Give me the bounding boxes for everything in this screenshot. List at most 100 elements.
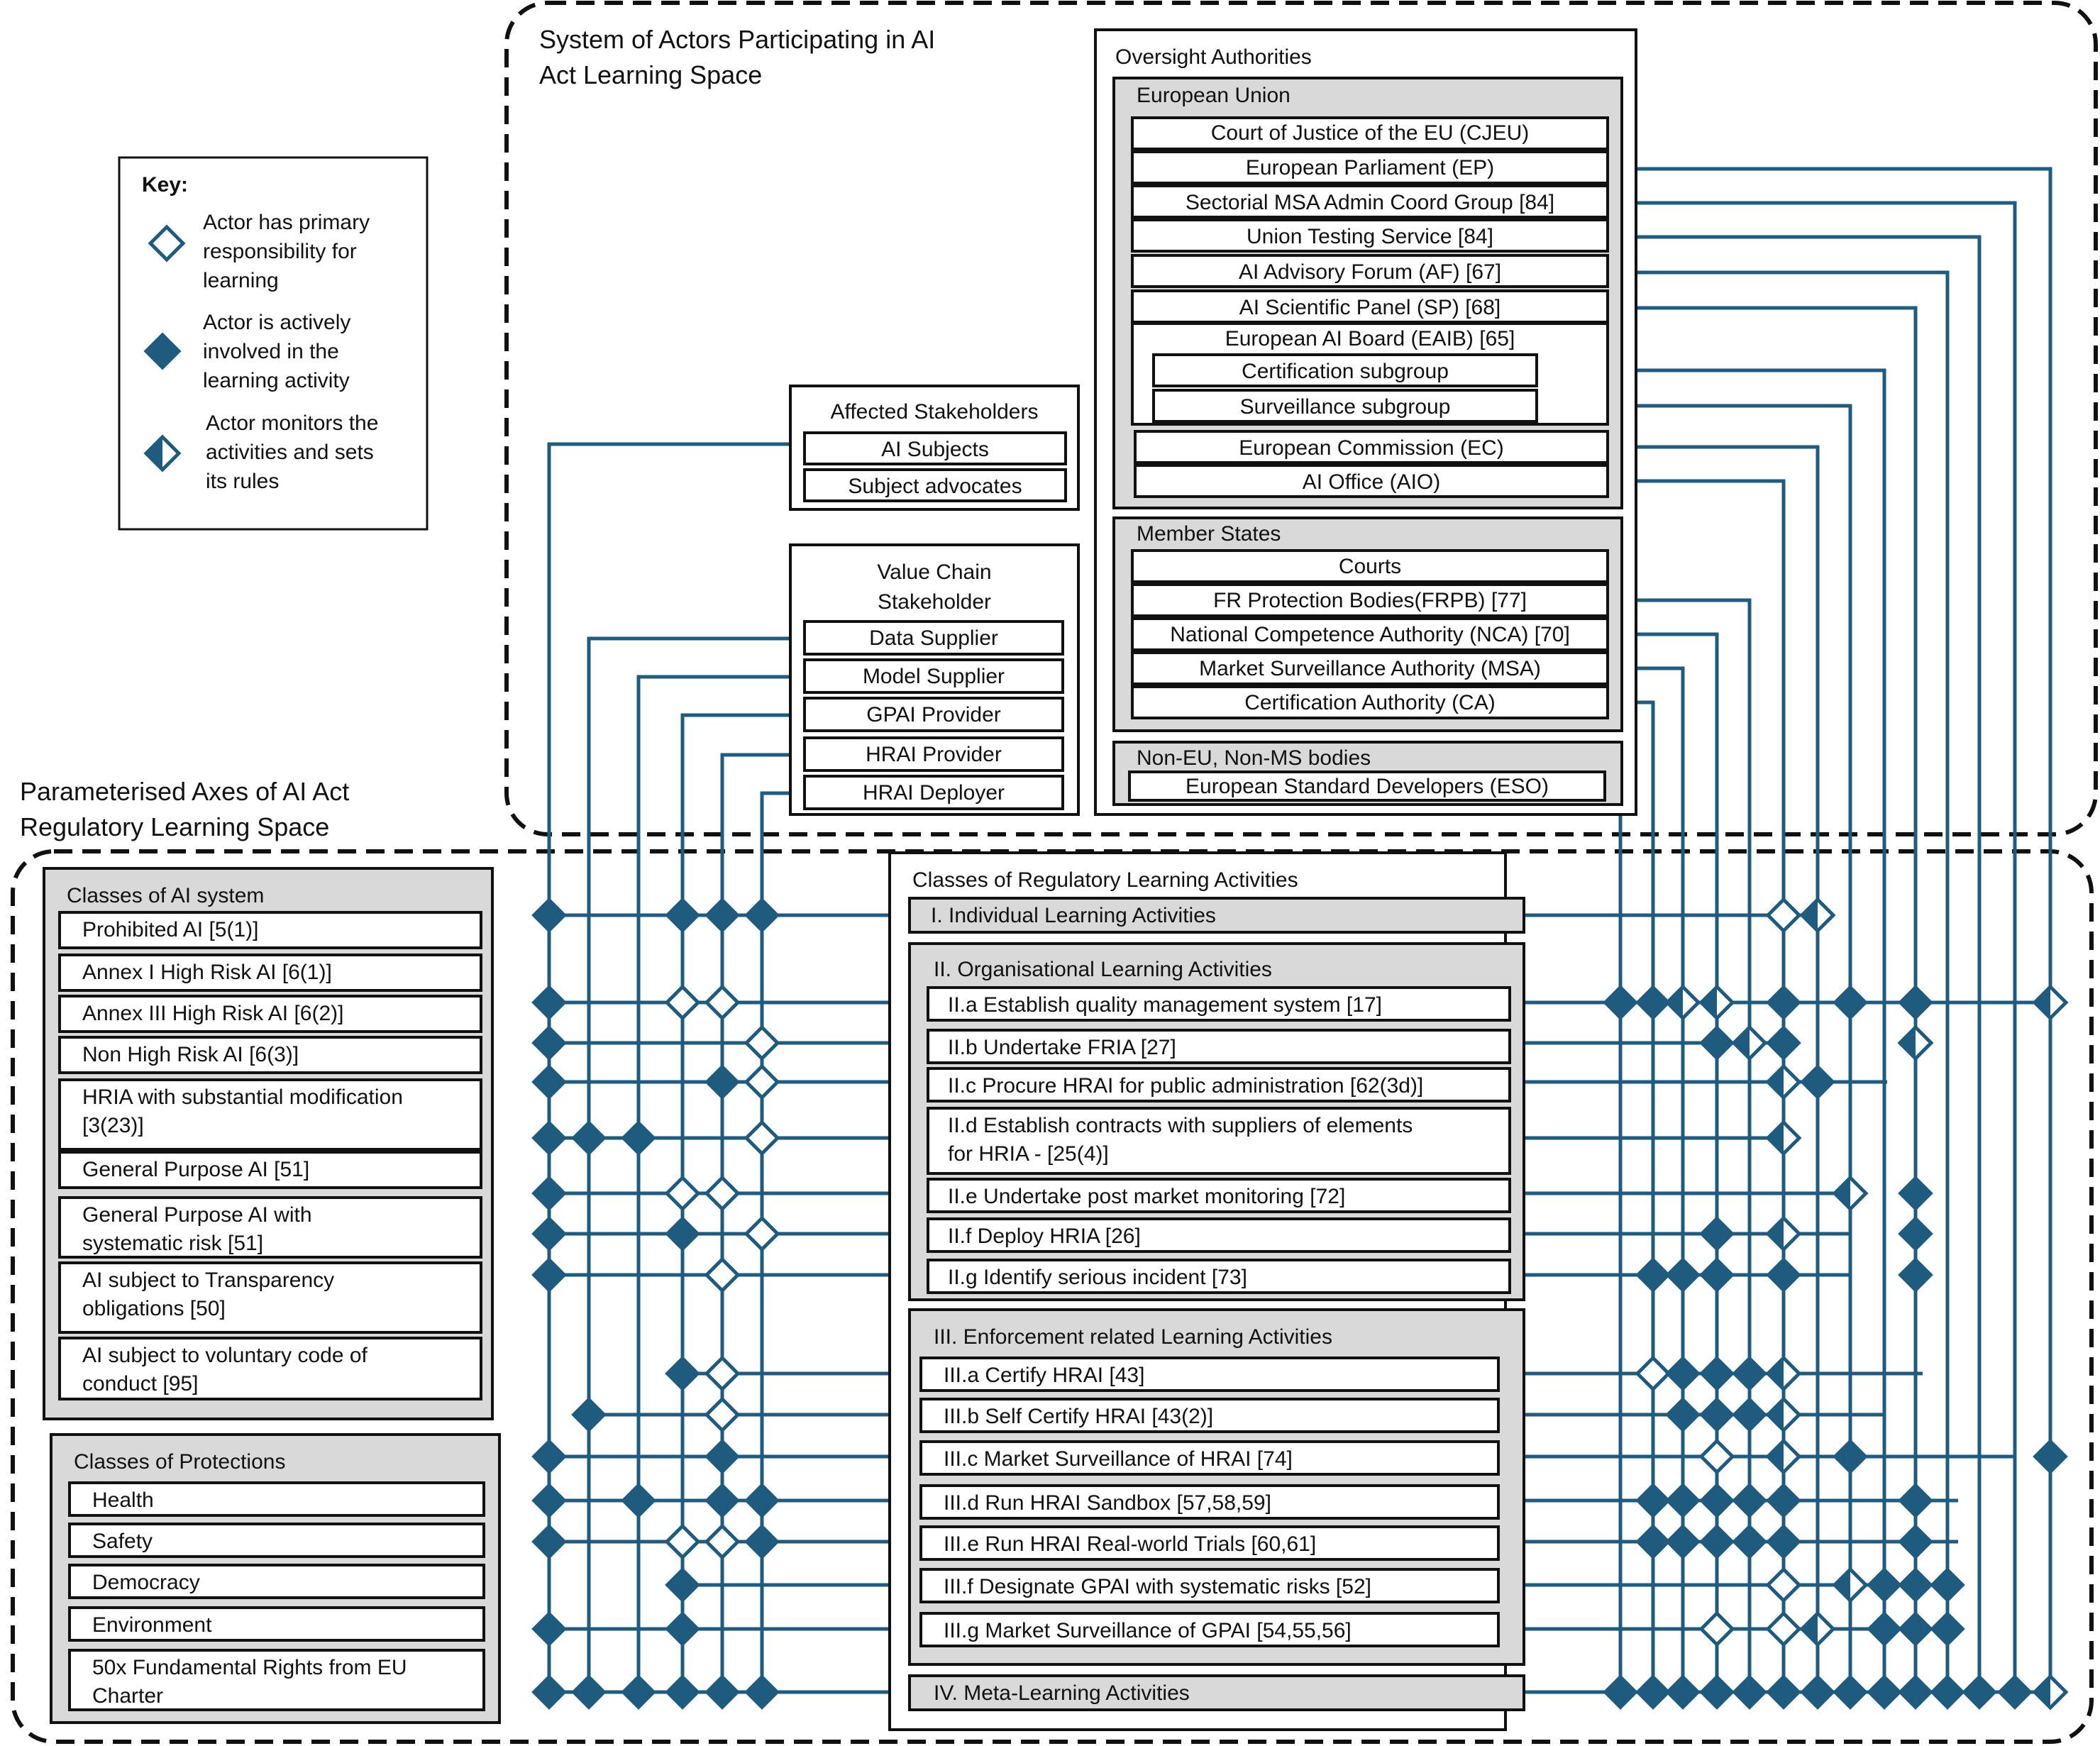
actor-model-supplier[interactable] [803, 658, 1064, 694]
right-marker-5-1 [1765, 1120, 1802, 1156]
activity-org-b[interactable] [927, 1029, 1511, 1064]
activity-meta[interactable] [908, 1674, 1525, 1711]
left-marker-14-1 [665, 1567, 700, 1603]
ai-class-9[interactable] [58, 1337, 482, 1400]
actor-nca[interactable] [1131, 617, 1609, 651]
protection-4-label-1: Environment [92, 1613, 212, 1637]
actor-ec[interactable] [1134, 430, 1609, 464]
left-marker-1-2 [665, 897, 700, 933]
actor-subject-advocates[interactable] [803, 468, 1067, 502]
ai-class-5[interactable] [58, 1078, 482, 1151]
protection-2[interactable] [68, 1523, 485, 1558]
line-surv-subgroup [1537, 404, 1852, 1692]
protection-5[interactable] [68, 1649, 485, 1711]
right-marker-2-3 [1664, 984, 1701, 1021]
right-marker-2-8 [2032, 984, 2069, 1021]
right-marker-2-1 [1603, 985, 1638, 1020]
protection-1-label-1: Health [92, 1488, 154, 1512]
right-marker-15-4 [1898, 1611, 1933, 1647]
activity-individual[interactable] [908, 897, 1525, 934]
ai-class-2-label-1: Annex I High Risk AI [6(1)] [82, 961, 332, 984]
left-marker-5-3 [621, 1120, 656, 1156]
actor-data-supplier[interactable] [803, 620, 1064, 656]
classes-of-protections: Classes of Protections HealthSafetyDemoc… [50, 1433, 501, 1724]
actor-msa-group[interactable] [1131, 184, 1609, 219]
actor-frpb[interactable] [1131, 583, 1609, 617]
axes-title-line1: Parameterised Axes of AI Act [20, 777, 349, 806]
activity-enf-g[interactable] [919, 1612, 1500, 1647]
actor-aio[interactable] [1134, 464, 1609, 498]
actor-surv-subgroup[interactable] [1152, 389, 1538, 423]
left-marker-16-1 [531, 1674, 567, 1710]
activity-enf-d[interactable] [919, 1484, 1500, 1520]
right-marker-11-1 [1698, 1438, 1735, 1475]
actor-msa[interactable] [1131, 651, 1609, 685]
actor-eso[interactable] [1128, 770, 1606, 802]
actor-cert-subgroup[interactable] [1152, 353, 1538, 387]
protection-4[interactable] [68, 1606, 485, 1642]
left-marker-5-1 [531, 1120, 567, 1156]
legend-monitor-line3: its rules [206, 470, 279, 493]
activity-org-b-label-1: II.b Undertake FRIA [27] [948, 1036, 1176, 1059]
activity-enf-a[interactable] [919, 1357, 1500, 1392]
right-marker-10-4 [1765, 1396, 1802, 1433]
actor-courts-label: Courts [1339, 555, 1401, 578]
activity-org-a[interactable] [927, 986, 1511, 1022]
oversight-authorities: Oversight Authorities European Union Cou… [1094, 28, 1637, 816]
left-marker-4-2 [704, 1064, 740, 1100]
activity-enf-c[interactable] [919, 1440, 1500, 1476]
legend-active-line1: Actor is actively [203, 311, 350, 334]
left-marker-9-2 [704, 1355, 741, 1392]
actor-ep-label: European Parliament (EP) [1246, 156, 1494, 179]
legend-primary-icon [148, 224, 186, 263]
actor-data-supplier-label: Data Supplier [869, 626, 998, 650]
ai-class-7[interactable] [58, 1196, 482, 1259]
actor-af[interactable] [1131, 254, 1609, 288]
ai-class-4[interactable] [58, 1036, 482, 1074]
actor-uts[interactable] [1131, 219, 1609, 253]
ai-class-3[interactable] [58, 995, 482, 1033]
line-cert-subgroup [1537, 368, 1886, 1692]
right-marker-2-4 [1698, 984, 1735, 1021]
ai-class-6[interactable] [58, 1151, 482, 1189]
activity-org-c[interactable] [927, 1067, 1511, 1103]
protection-1[interactable] [68, 1481, 485, 1517]
actor-ai-subjects[interactable] [803, 431, 1067, 465]
actor-gpai-provider-label: GPAI Provider [866, 703, 1001, 726]
actor-cjeu[interactable] [1131, 116, 1609, 150]
right-marker-16-6 [1766, 1674, 1801, 1710]
ai-class-8[interactable] [58, 1261, 482, 1334]
actor-gpai-provider[interactable] [803, 697, 1064, 732]
activity-enf-e[interactable] [919, 1525, 1500, 1561]
actor-courts[interactable] [1131, 549, 1609, 583]
ai-class-8-label-2: obligations [50] [82, 1297, 226, 1320]
actor-hrai-deployer[interactable] [803, 775, 1064, 810]
protections-title: Classes of Protections [74, 1450, 285, 1474]
activity-enf-f[interactable] [919, 1568, 1500, 1603]
protection-3[interactable] [68, 1564, 485, 1599]
right-marker-13-4 [1732, 1524, 1767, 1559]
left-marker-8-2 [704, 1256, 741, 1293]
ai-class-1[interactable] [58, 911, 482, 949]
activity-enf-g-label-1: III.g Market Surveillance of GPAI [54,55… [944, 1619, 1352, 1642]
activity-org-f[interactable] [927, 1217, 1511, 1253]
left-marker-2-2 [664, 984, 701, 1021]
right-marker-7-1 [1699, 1216, 1735, 1252]
activity-org-d-label-2: for HRIA - [25(4)] [948, 1142, 1109, 1166]
activity-org-e[interactable] [927, 1178, 1511, 1213]
right-marker-6-2 [1898, 1176, 1933, 1211]
activity-org-g[interactable] [927, 1259, 1511, 1294]
activity-org-d[interactable] [927, 1107, 1511, 1175]
actor-ep[interactable] [1131, 150, 1609, 184]
activity-enf-b[interactable] [919, 1398, 1500, 1433]
right-marker-16-11 [1930, 1674, 1965, 1710]
right-marker-7-2 [1765, 1215, 1802, 1252]
actor-ca[interactable] [1131, 685, 1609, 719]
axes-title-line2: Regulatory Learning Space [20, 812, 329, 841]
actor-hrai-provider-label: HRAI Provider [866, 743, 1002, 766]
learning-activities: Classes of Regulatory Learning Activitie… [888, 851, 1525, 1731]
actor-hrai-provider[interactable] [803, 736, 1064, 772]
ai-class-2[interactable] [58, 954, 482, 992]
affected-stakeholders: Affected Stakeholders AI Subjects Subjec… [789, 385, 1080, 511]
ai-class-9-label-2: conduct [95] [82, 1372, 198, 1396]
